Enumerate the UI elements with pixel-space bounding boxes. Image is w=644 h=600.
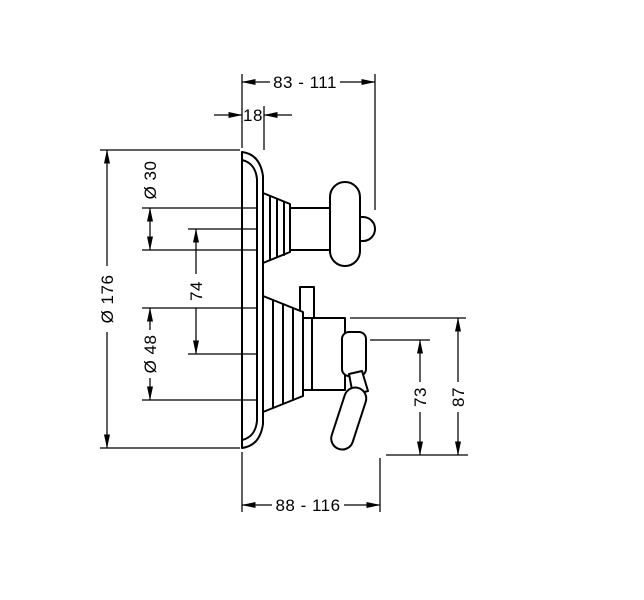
plate-rim-contour [241,159,258,441]
dim-label-bottom-width: 88 - 116 [275,496,340,515]
plate-silhouette [241,151,264,449]
dim-lever-length: 73 [370,339,468,456]
shutoff-lever-handle [262,286,369,451]
dim-label-sleeve-diameter: Ø 48 [141,335,160,374]
lever-grip [330,386,368,451]
dim-bottom-width: 88 - 116 [241,452,381,515]
lever-hub [341,331,367,377]
cross-hub [329,181,361,267]
lever-grip-group [330,386,368,451]
dim-label-center-distance: 74 [187,281,206,301]
escutcheon-plate [241,151,264,449]
dim-label-lever-length: 73 [411,387,430,407]
handle-stem [289,207,331,251]
dim-label-lever-overall: 87 [449,387,468,407]
dim-label-plate-diameter: Ø 176 [98,275,117,324]
dim-center-distance: 74 [187,228,258,355]
dim-lever-overall: 87 [350,317,468,456]
valve-body [302,317,346,391]
dim-top-width: 83 - 111 [241,73,376,210]
dim-plate-diameter: Ø 176 [98,149,240,449]
dim-sleeve-diameter: Ø 48 [141,307,258,401]
dim-label-top-width: 83 - 111 [273,73,337,92]
dim-plate-depth: 18 [214,106,292,150]
thermostat-cross-handle [262,181,376,267]
dim-label-plate-depth: 18 [243,106,263,125]
dim-label-knob-diameter: Ø 30 [141,161,160,200]
dim-knob-diameter: Ø 30 [141,161,258,251]
